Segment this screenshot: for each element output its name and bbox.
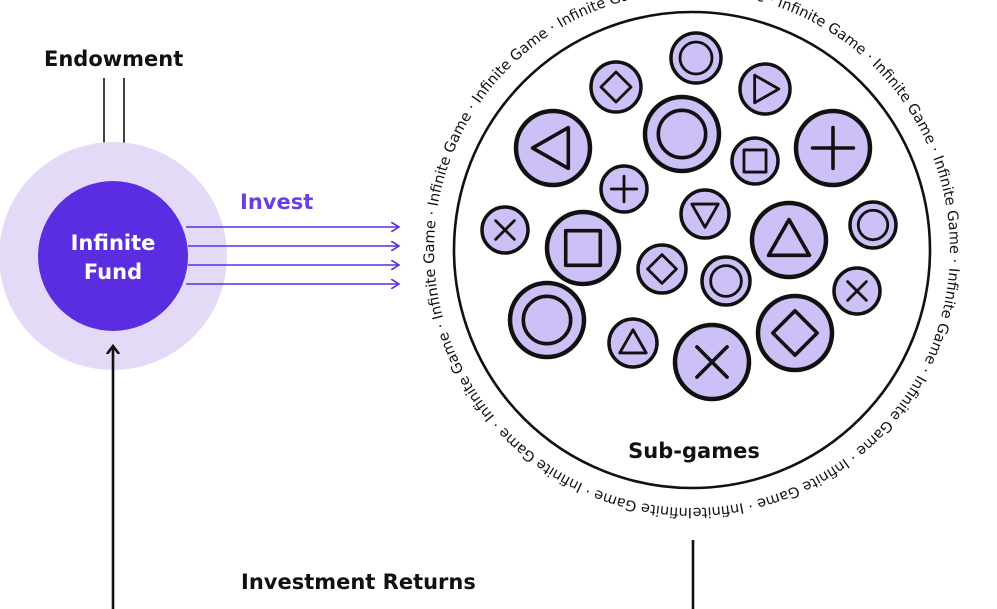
subgame-token (672, 322, 752, 402)
plus-icon (609, 174, 639, 204)
diamond-icon (646, 253, 678, 285)
circle-icon (521, 294, 573, 346)
triangle-up-icon (618, 328, 648, 355)
subgame-token (832, 266, 882, 316)
subgame-token (848, 200, 898, 250)
diamond-icon (770, 308, 820, 358)
invest-label: Invest (240, 190, 313, 214)
subgame-token (599, 164, 649, 214)
circle-icon (856, 208, 890, 242)
diamond-icon (599, 70, 633, 104)
subgame-token (679, 188, 731, 240)
fund-label-line1: Infinite (71, 231, 156, 255)
subgame-token (730, 136, 780, 186)
subgame-token (738, 62, 792, 116)
subgame-token (513, 108, 593, 188)
triangle-up-icon (766, 217, 812, 258)
subgame-token (755, 293, 835, 373)
subgame-token (636, 243, 688, 295)
subgames-boundary (452, 10, 932, 490)
subgame-token (544, 209, 622, 287)
subgame-token (793, 108, 873, 188)
triangle-left-icon (530, 125, 571, 171)
fund-label-line2: Fund (84, 260, 142, 284)
subgame-token (642, 94, 722, 174)
square-icon (563, 228, 603, 268)
square-icon (742, 148, 768, 174)
triangle-right-icon (753, 73, 781, 105)
infinite-fund-node (38, 181, 188, 331)
subgame-tokens (480, 31, 898, 402)
cross-icon (695, 345, 729, 379)
endowment-label: Endowment (44, 47, 183, 71)
cross-icon (846, 280, 868, 302)
subgame-token (480, 205, 530, 255)
subgame-token (749, 200, 829, 280)
circle-icon (709, 264, 743, 298)
subgame-token (669, 31, 723, 85)
subgame-token (607, 317, 659, 369)
subgame-token (589, 60, 643, 114)
subgames-label: Sub-games (628, 439, 760, 463)
circle-icon (656, 108, 708, 160)
returns-label: Investment Returns (241, 570, 476, 594)
plus-icon (810, 125, 856, 171)
cross-icon (494, 219, 516, 241)
circle-icon (678, 40, 714, 76)
subgame-token (507, 280, 587, 360)
triangle-down-icon (690, 202, 720, 229)
subgame-token (700, 255, 752, 307)
